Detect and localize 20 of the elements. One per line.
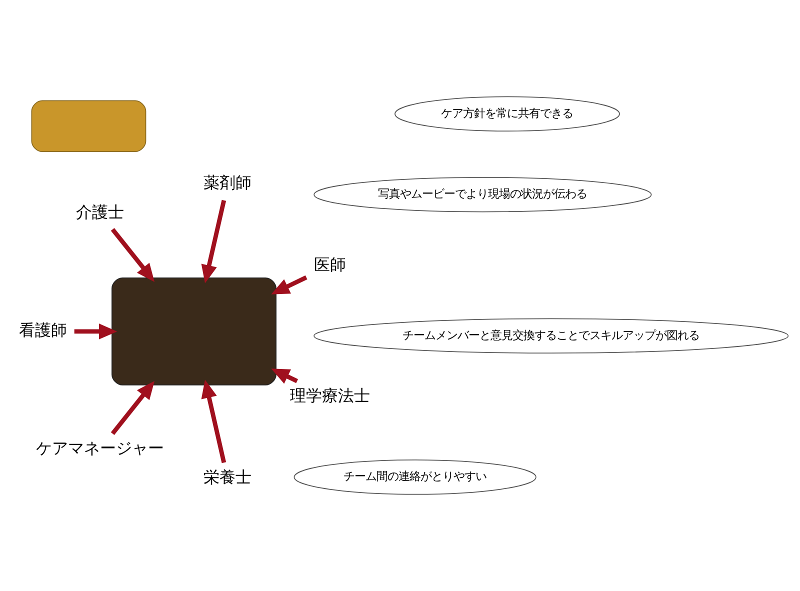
- arrow: [110, 380, 155, 435]
- arrow: [201, 200, 226, 284]
- node-text: 医師: [314, 254, 346, 274]
- arrow: [201, 380, 226, 464]
- arrow: [74, 324, 118, 340]
- node-text: 介護士: [76, 202, 124, 222]
- node-text: 理学療法士: [290, 386, 370, 405]
- arrow: [271, 368, 298, 384]
- arrow: [271, 275, 308, 294]
- node-text: 薬剤師: [204, 173, 252, 192]
- node-ellipse: 写真やムービーでより現場の状況が伝わる: [314, 176, 652, 212]
- node-text: ケアマネージャー: [36, 438, 164, 458]
- node-ellipse: チームメンバーと意見交換することでスキルアップが図れる: [314, 318, 789, 354]
- arrow: [110, 228, 155, 282]
- node-box: [31, 100, 146, 152]
- node-ellipse: チーム間の連絡がとりやすい: [294, 459, 536, 495]
- node-ellipse: ケア方針を常に共有できる: [394, 96, 620, 132]
- node-box: [112, 278, 276, 386]
- node-text: 看護師: [19, 320, 68, 340]
- node-text: 栄養士: [204, 468, 252, 487]
